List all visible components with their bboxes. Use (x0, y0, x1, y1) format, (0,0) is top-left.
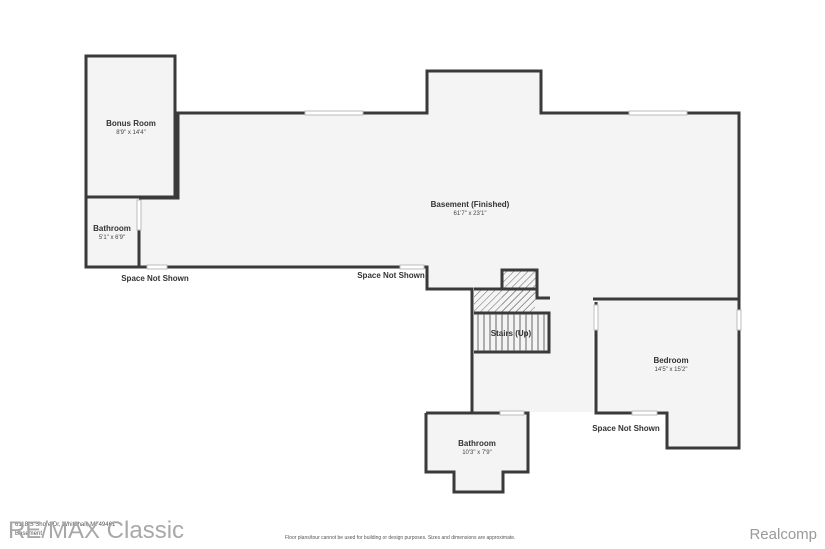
footer-address: 6118 S Shore Dr, Whitehall, MI 49461 (15, 522, 116, 528)
bathroom-small-floor (86, 198, 139, 267)
bonus-room-floor (86, 56, 175, 197)
room-name-bonus-room: Bonus Room (106, 119, 156, 128)
room-name-bathroom-large: Bathroom (458, 439, 496, 448)
opening-south-2 (399, 264, 425, 270)
door-bathroom-large (499, 410, 525, 416)
bonus-room-south-edge (139, 113, 180, 200)
space-not-shown-labels: Space Not Shown Space Not Shown Space No… (121, 271, 660, 433)
opening-bedroom-south (631, 410, 658, 416)
room-dims-bonus-room: 8'9" x 14'4" (116, 130, 146, 136)
stair-top-wall (500, 268, 550, 300)
space-not-shown-center: Space Not Shown (357, 271, 425, 280)
door-bedroom (593, 304, 599, 331)
room-name-bedroom: Bedroom (653, 356, 688, 365)
stair-enclosure-wall (474, 311, 551, 354)
door-bathroom-small (136, 199, 142, 231)
bedroom-floor (595, 299, 739, 448)
basement-north-wall (175, 69, 741, 301)
bonus-room-wall (84, 54, 177, 199)
room-name-bathroom-small: Bathroom (93, 224, 131, 233)
walls (84, 54, 741, 494)
room-labels: Bonus Room 8'9" x 14'4" Bathroom 5'1" x … (93, 119, 688, 456)
room-dims-bathroom-large: 10'3" x 7'9" (462, 450, 492, 456)
bedroom-wall (594, 299, 741, 450)
stair-treads (477, 314, 545, 351)
basement-floor (140, 71, 739, 413)
room-dims-bedroom: 14'5" x 15'2" (655, 367, 688, 373)
brand-realcomp-watermark: Realcomp (749, 526, 817, 543)
window-north-left (304, 110, 364, 116)
window-north-right (628, 110, 688, 116)
footer-disclaimer: Floor plans/tour cannot be used for buil… (285, 535, 516, 541)
footer-level: Basement (15, 531, 43, 537)
basement-south-wall (139, 265, 474, 413)
room-dims-bathroom-small: 5'1" x 6'9" (99, 235, 125, 241)
room-dims-basement: 61'7" x 23'1" (454, 211, 487, 217)
opening-south-1 (146, 264, 168, 270)
bathroom-small-wall (84, 197, 141, 269)
brand-remax-watermark: RE/MAX Classic (8, 517, 185, 544)
window-bedroom-east (736, 309, 742, 331)
room-name-basement: Basement (Finished) (431, 200, 510, 209)
space-not-shown-left: Space Not Shown (121, 274, 189, 283)
windows (136, 110, 742, 416)
room-name-stairs: Stairs (Up) (491, 329, 532, 338)
space-not-shown-right: Space Not Shown (592, 424, 660, 433)
bathroom-large-wall (424, 411, 530, 494)
stair-top-hatch (502, 270, 537, 313)
